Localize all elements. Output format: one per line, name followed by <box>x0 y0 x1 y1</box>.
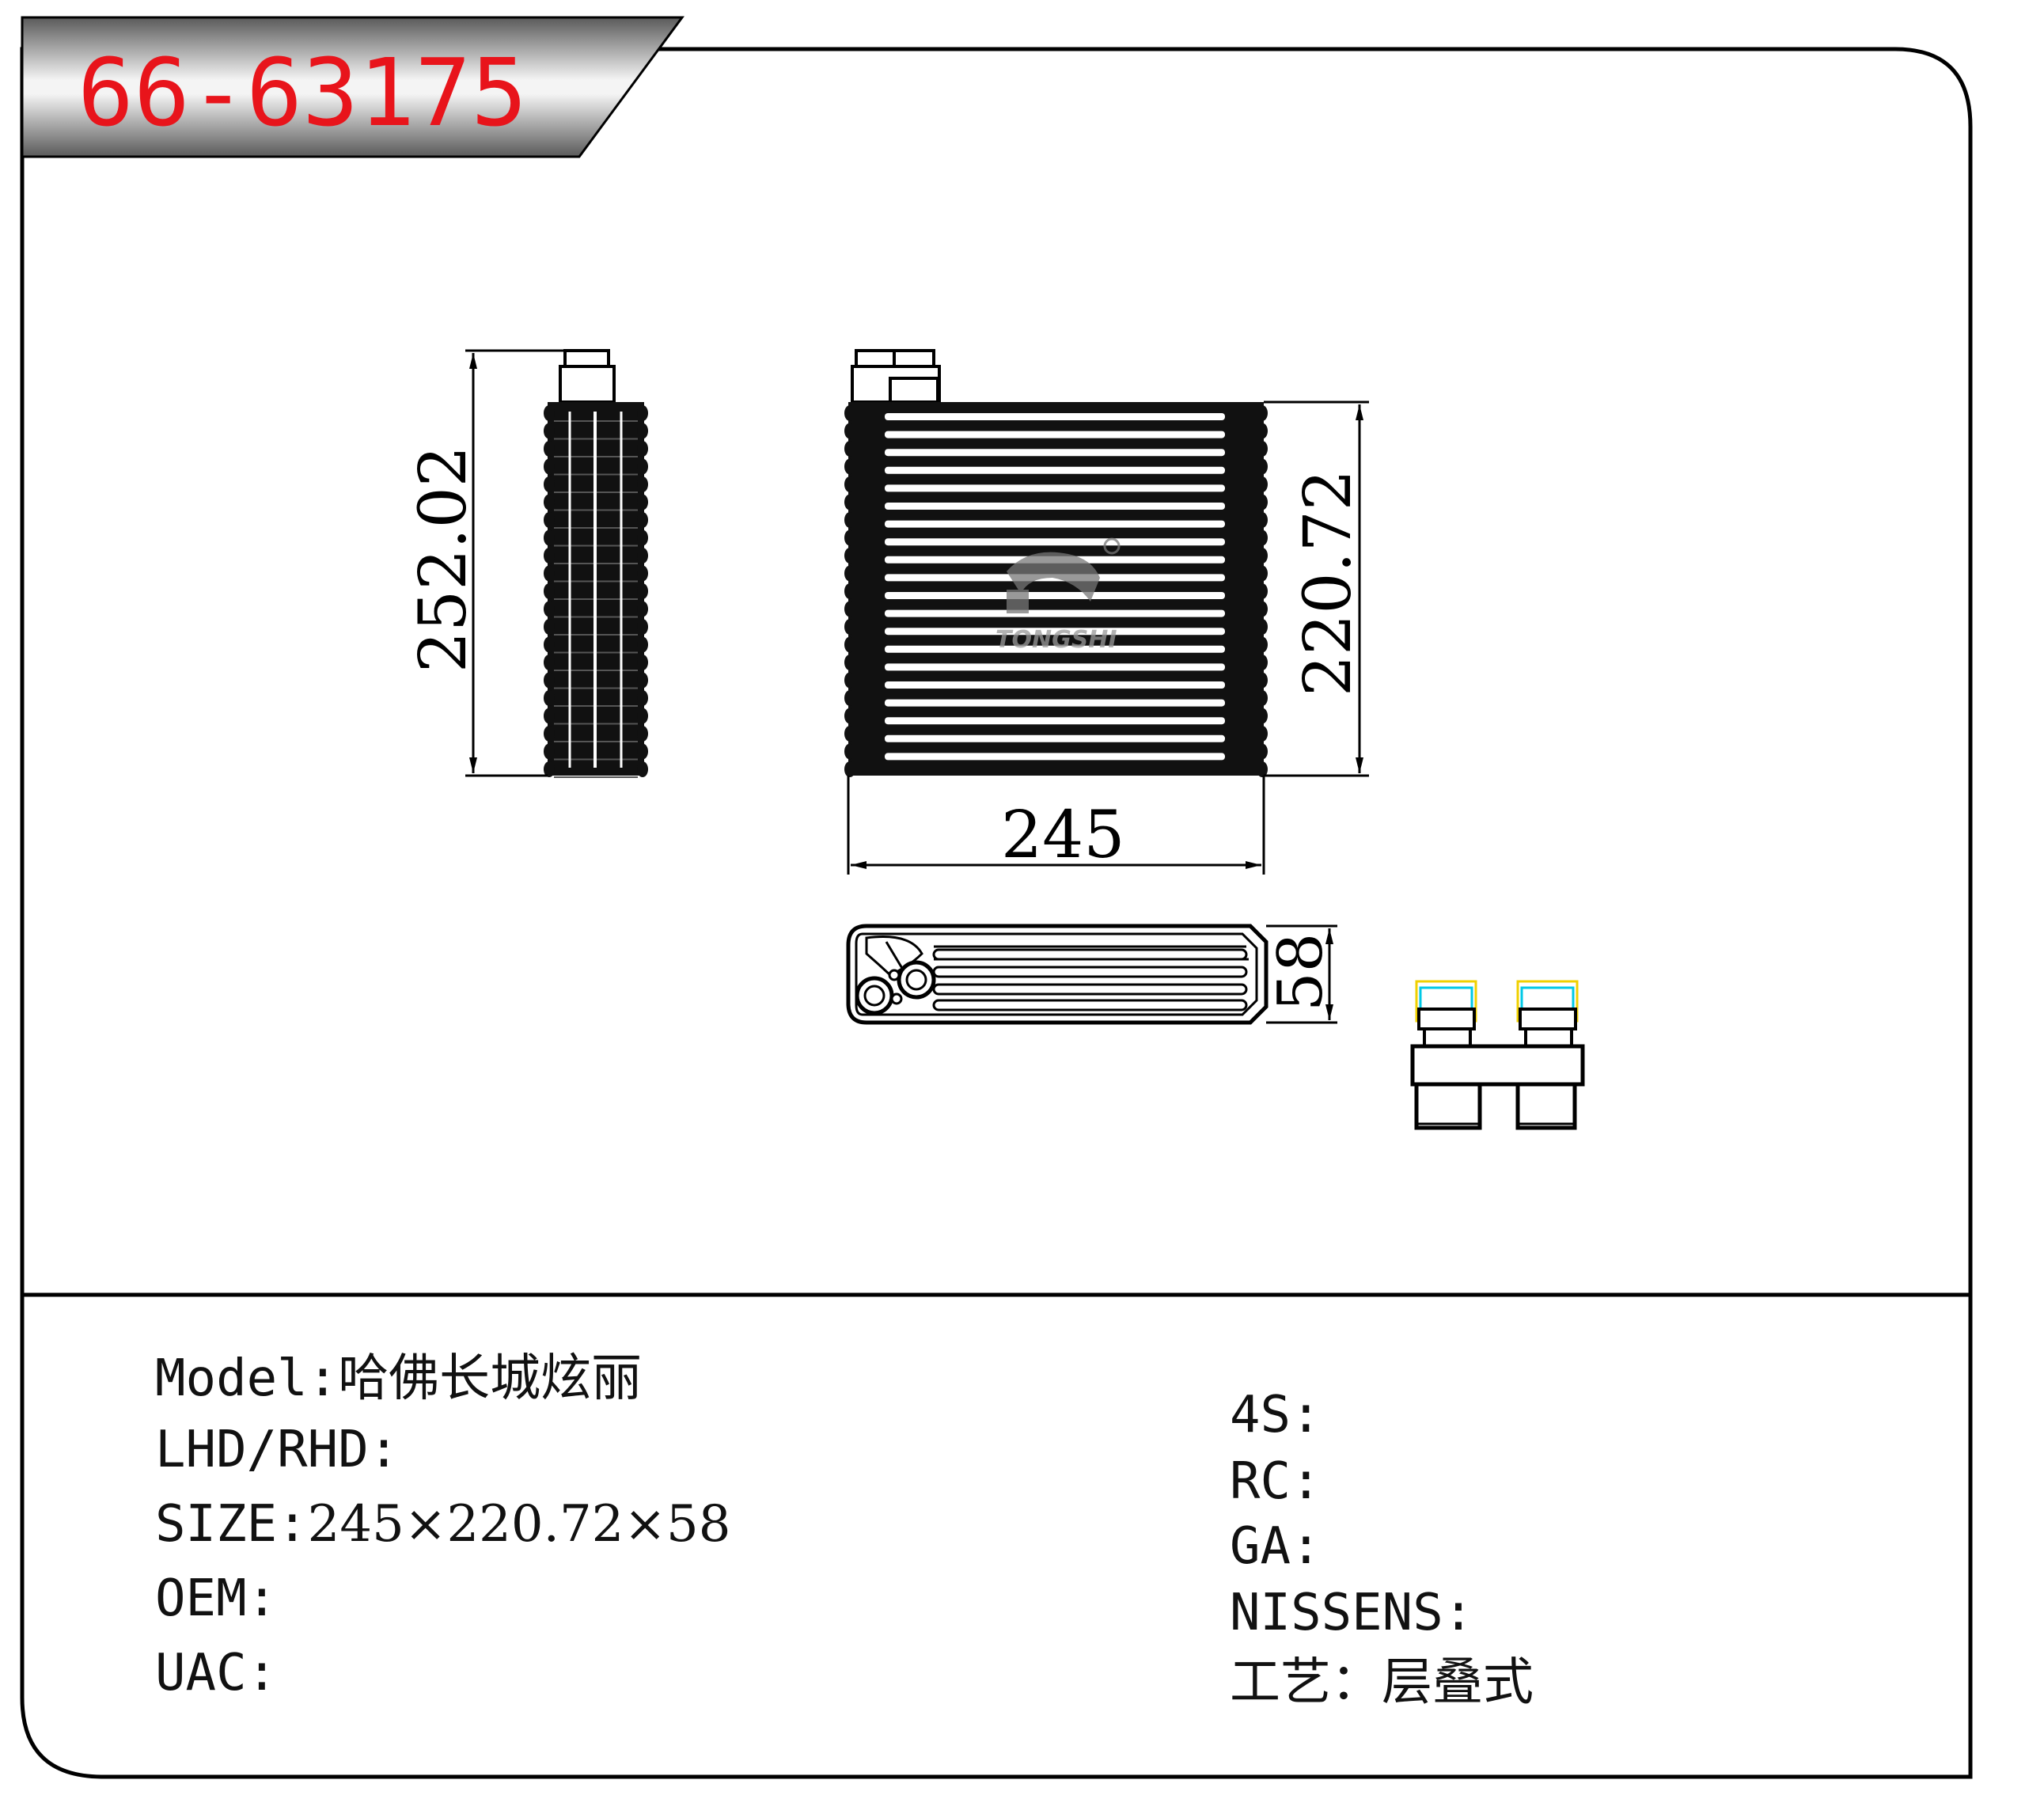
part-number-tag <box>21 16 684 158</box>
spec-nissens: NISSENS: <box>1230 1584 1474 1642</box>
dimension-label-245: 245 <box>1001 798 1125 873</box>
spec-size: SIZE:245×220.72×58 <box>155 1495 731 1554</box>
dimension-depth: 58 <box>1265 924 1337 1024</box>
tongshi-logo-text: TONGSHI <box>995 626 1117 654</box>
dimension-height-overall: 252.02 <box>406 349 563 777</box>
dimension-height-core: 220.72 <box>1264 400 1369 777</box>
spec-process: 工艺：层叠式 <box>1230 1653 1534 1712</box>
drawing-frame <box>20 47 1973 1779</box>
part-number: 66-63175 <box>78 38 527 147</box>
dimension-label-58: 58 <box>1265 933 1337 1011</box>
spec-rc: RC: <box>1230 1452 1322 1511</box>
spec-4s: 4S: <box>1230 1386 1322 1444</box>
spec-ga: GA: <box>1230 1517 1322 1576</box>
side-view <box>544 349 648 778</box>
dimension-label-252: 252.02 <box>406 446 481 673</box>
spec-model: Model:哈佛长城炫丽 <box>155 1349 643 1408</box>
tongshi-logo: TONGSHI <box>995 537 1121 654</box>
spec-uac: UAC: <box>155 1644 278 1702</box>
spec-oem: OEM: <box>155 1569 278 1628</box>
dimension-label-220-72: 220.72 <box>1291 469 1366 696</box>
front-view: TONGSHI <box>844 349 1268 777</box>
top-view <box>846 924 1268 1025</box>
spec-lhd-rhd: LHD/RHD: <box>155 1421 400 1479</box>
dimension-width: 245 <box>847 776 1265 875</box>
fitting-block-view <box>1410 980 1585 1130</box>
